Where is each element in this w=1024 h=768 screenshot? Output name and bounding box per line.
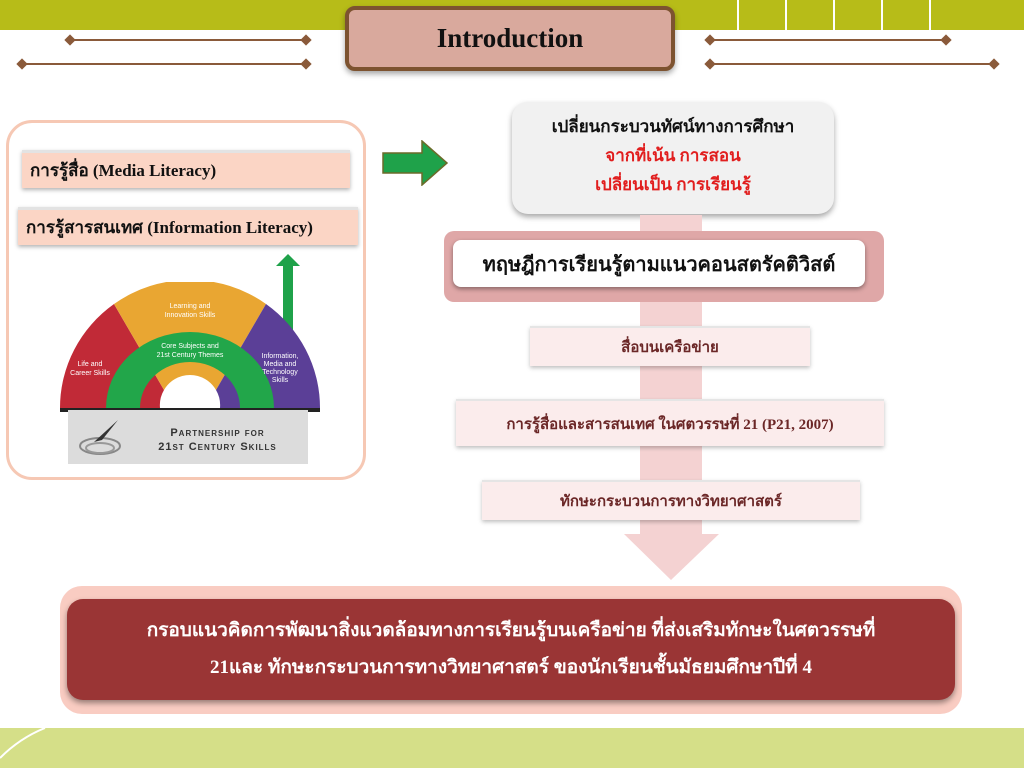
logo-line-2: 21st Century Skills (158, 441, 277, 453)
paradigm-line-1: เปลี่ยนกระบวนทัศน์ทางการศึกษา (551, 117, 795, 136)
banner-divider (785, 0, 787, 30)
bottom-swoosh-decoration (0, 728, 46, 759)
literacy-21st-century-box: การรู้สื่อและสารสนเทศ ในศตวรรษที่ 21 (P2… (456, 399, 884, 446)
science-process-skills-box: ทักษะกระบวนการทางวิทยาศาสตร์ (482, 480, 860, 520)
conclusion-line-1: กรอบแนวคิดการพัฒนาสิ่งแวดล้อมทางการเรียน… (146, 620, 876, 641)
banner-divider (881, 0, 883, 30)
title-rule (22, 63, 306, 65)
paradigm-line-2: จากที่เน้น การสอน (605, 146, 741, 165)
bottom-banner (0, 728, 1024, 768)
banner-divider (833, 0, 835, 30)
title-rule (710, 63, 994, 65)
paradigm-shift-box: เปลี่ยนกระบวนทัศน์ทางการศึกษา จากที่เน้น… (512, 102, 834, 214)
media-literacy-label: การรู้สื่อ (Media Literacy) (22, 150, 350, 188)
slide-title: Introduction (345, 6, 675, 71)
flow-arrow-head (624, 534, 719, 580)
banner-divider (737, 0, 739, 30)
information-literacy-label: การรู้สารสนเทศ (Information Literacy) (18, 207, 358, 245)
conclusion-box: กรอบแนวคิดการพัฒนาสิ่งแวดล้อมทางการเรียน… (67, 599, 955, 700)
title-rule (70, 39, 306, 41)
banner-divider (929, 0, 931, 30)
title-rule (710, 39, 946, 41)
network-media-box: สื่อบนเครือข่าย (530, 326, 810, 366)
logo-line-1: Partnership for (170, 427, 265, 439)
p21-logo: Partnership for 21st Century Skills (68, 410, 308, 464)
constructivist-theory-label: ทฤษฎีการเรียนรู้ตามแนวคอนสตรัคติวิสต์ (453, 240, 865, 287)
paradigm-line-3: เปลี่ยนเป็น การเรียนรู้ (595, 175, 751, 194)
core-subjects-ring (106, 332, 274, 408)
up-arrow (276, 254, 300, 346)
right-arrow (382, 140, 448, 186)
p21-swirl-icon (79, 420, 121, 455)
conclusion-line-2: 21และ ทักษะกระบวนการทางวิทยาศาสตร์ ของนั… (210, 657, 812, 678)
